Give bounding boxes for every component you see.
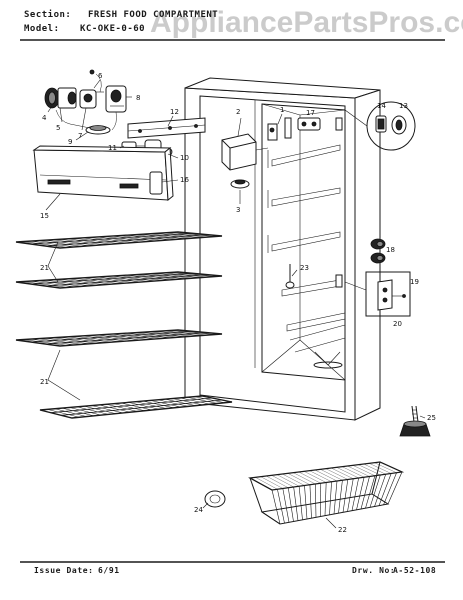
leveling-leg	[399, 405, 431, 437]
callout-17: 17	[306, 109, 315, 117]
callout-5: 5	[56, 124, 60, 132]
callout-16: 16	[180, 176, 189, 184]
drawing-number-label: Drw. No:	[352, 566, 396, 575]
callout-10: 10	[180, 154, 189, 162]
bushings-18	[370, 238, 386, 264]
issue-date-value: 6/91	[98, 566, 120, 575]
thermostat-housing	[221, 133, 269, 171]
callout-4: 4	[42, 114, 47, 122]
callout-8: 8	[136, 94, 140, 102]
callout-15: 15	[40, 212, 49, 220]
callout-23: 23	[300, 264, 309, 272]
wire-shelf	[39, 395, 233, 419]
callout-7: 7	[78, 132, 82, 140]
wire-shelf	[15, 231, 223, 249]
callout-24: 24	[194, 506, 203, 514]
callout-1: 1	[280, 106, 284, 114]
light-socket-assembly	[44, 69, 127, 135]
wire-shelf	[15, 271, 223, 289]
hinge-detail-14-13	[344, 101, 416, 151]
callout-19: 19	[410, 278, 419, 286]
model-label: Model:	[24, 24, 60, 34]
issue-date-label: Issue Date:	[34, 566, 94, 575]
leader-lines	[45, 79, 426, 529]
callout-13: 13	[399, 102, 408, 110]
callout-12: 12	[170, 108, 179, 116]
callout-14: 14	[377, 102, 386, 110]
section-value: FRESH FOOD COMPARTMENT	[88, 10, 219, 20]
callout-6: 6	[98, 72, 103, 80]
drawing-number-value: A-52-108	[393, 566, 437, 575]
section-label: Section:	[24, 10, 72, 20]
control-housing-panel	[32, 145, 174, 201]
mounting-bracket	[127, 117, 206, 139]
component-23	[285, 264, 295, 289]
callout-20: 20	[393, 320, 402, 328]
callout-25: 25	[427, 414, 436, 422]
cabinet	[184, 77, 381, 421]
crisper-basket	[248, 461, 405, 525]
callout-21-lower: 21	[40, 378, 49, 386]
callout-22: 22	[338, 526, 347, 534]
callout-9: 9	[68, 138, 72, 146]
model-value: KC-OKE-0-60	[80, 24, 146, 34]
callout-11: 11	[108, 144, 117, 152]
component-24	[204, 490, 226, 508]
knob	[230, 179, 250, 189]
bracket-17	[297, 117, 321, 131]
callout-3: 3	[236, 206, 240, 214]
hinge-bracket-19-20	[344, 271, 411, 317]
watermark: AppliancePartsPros.com	[150, 6, 463, 39]
wire-shelf	[15, 329, 223, 347]
callout-21-upper: 21	[40, 264, 49, 272]
callout-labels: 4 5 6 7 8 9 10 11 12 13 14 15 16 17 18 1…	[40, 72, 436, 534]
callout-18: 18	[386, 246, 395, 254]
wire-shelves	[15, 231, 233, 419]
callout-2: 2	[236, 108, 240, 116]
